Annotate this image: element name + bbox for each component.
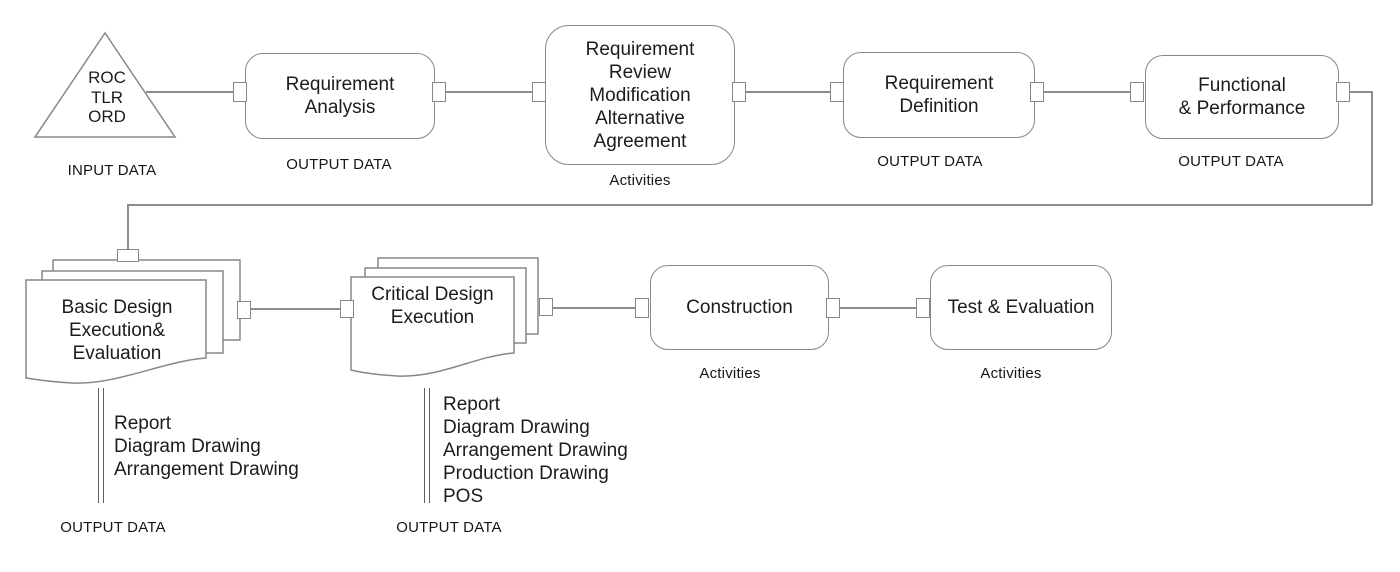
requirement-definition-label: Requirement Definition <box>884 73 994 117</box>
basic-output-item: Report <box>114 413 172 434</box>
critical-output-item: Production Drawing <box>443 463 609 484</box>
requirement-analysis-label: Requirement Analysis <box>285 74 395 118</box>
construction-box: Construction <box>650 265 829 350</box>
critical-output-item: POS <box>443 486 484 507</box>
functional-performance-label: Functional & Performance <box>1178 75 1306 119</box>
input-triangle <box>33 31 177 138</box>
functional-output-data-tag: OUTPUT DATA <box>1178 153 1284 170</box>
line-construction-to-test <box>840 307 918 309</box>
basic-output-data-tag: OUTPUT DATA <box>60 519 166 536</box>
requirement-analysis-box: Requirement Analysis <box>245 53 435 139</box>
line-wrap-left-vertical <box>127 204 129 250</box>
definition-output-data-tag: OUTPUT DATA <box>877 153 983 170</box>
critical-design-doc-stack <box>350 257 539 377</box>
connector-review-right <box>732 82 746 102</box>
critical-design-label: Critical Design Execution <box>371 284 494 328</box>
input-data-tag: INPUT DATA <box>67 162 157 179</box>
connector-analysis-right <box>432 82 446 102</box>
connector-critical-right <box>539 298 553 316</box>
critical-output-item: Report <box>443 394 501 415</box>
connector-construction-right <box>826 298 840 318</box>
connector-basic-right <box>237 301 251 319</box>
connector-functional-left <box>1130 82 1144 102</box>
critical-output-double-line <box>424 388 430 503</box>
critical-design-sheet-front <box>350 276 515 377</box>
requirement-review-label: Requirement Review Modification Alternat… <box>585 38 695 152</box>
basic-design-doc-stack <box>25 259 241 384</box>
requirement-definition-box: Requirement Definition <box>843 52 1035 138</box>
basic-output-double-line <box>98 388 104 503</box>
line-critical-to-construction <box>552 307 636 309</box>
basic-design-label: Basic Design Execution& Evaluation <box>61 297 173 364</box>
critical-output-list: Report Diagram Drawing Arrangement Drawi… <box>443 393 628 508</box>
line-definition-to-functional <box>1044 91 1132 93</box>
connector-functional-right <box>1336 82 1350 102</box>
test-evaluation-box: Test & Evaluation <box>930 265 1112 350</box>
connector-review-left <box>532 82 546 102</box>
line-wrap-horizontal <box>128 204 1372 206</box>
basic-output-item: Diagram Drawing <box>114 436 261 457</box>
connector-definition-right <box>1030 82 1044 102</box>
basic-output-item: Arrangement Drawing <box>114 459 299 480</box>
functional-performance-box: Functional & Performance <box>1145 55 1339 139</box>
connector-analysis-left <box>233 82 247 102</box>
line-review-to-definition <box>746 91 832 93</box>
connector-test-left <box>916 298 930 318</box>
requirement-review-box: Requirement Review Modification Alternat… <box>545 25 735 165</box>
line-input-to-analysis <box>146 91 234 93</box>
line-basic-to-critical <box>251 308 341 310</box>
input-triangle-label: ROC TLR ORD <box>88 68 126 126</box>
line-functional-out <box>1350 91 1372 93</box>
analysis-output-data-tag: OUTPUT DATA <box>286 156 392 173</box>
critical-output-item: Diagram Drawing <box>443 417 590 438</box>
critical-output-data-tag: OUTPUT DATA <box>396 519 502 536</box>
basic-output-list: Report Diagram Drawing Arrangement Drawi… <box>114 412 299 481</box>
connector-critical-left <box>340 300 354 318</box>
connector-construction-left <box>635 298 649 318</box>
input-triangle-shape <box>33 31 177 138</box>
construction-activities-tag: Activities <box>699 365 761 382</box>
review-activities-tag: Activities <box>609 172 671 189</box>
line-analysis-to-review <box>446 91 534 93</box>
test-evaluation-label: Test & Evaluation <box>947 297 1095 318</box>
critical-output-item: Arrangement Drawing <box>443 440 628 461</box>
line-wrap-right-vertical <box>1371 91 1373 205</box>
connector-definition-left <box>830 82 844 102</box>
connector-basic-top <box>117 249 139 262</box>
test-activities-tag: Activities <box>980 365 1042 382</box>
construction-label: Construction <box>686 297 793 318</box>
basic-design-sheet-front <box>25 279 207 384</box>
